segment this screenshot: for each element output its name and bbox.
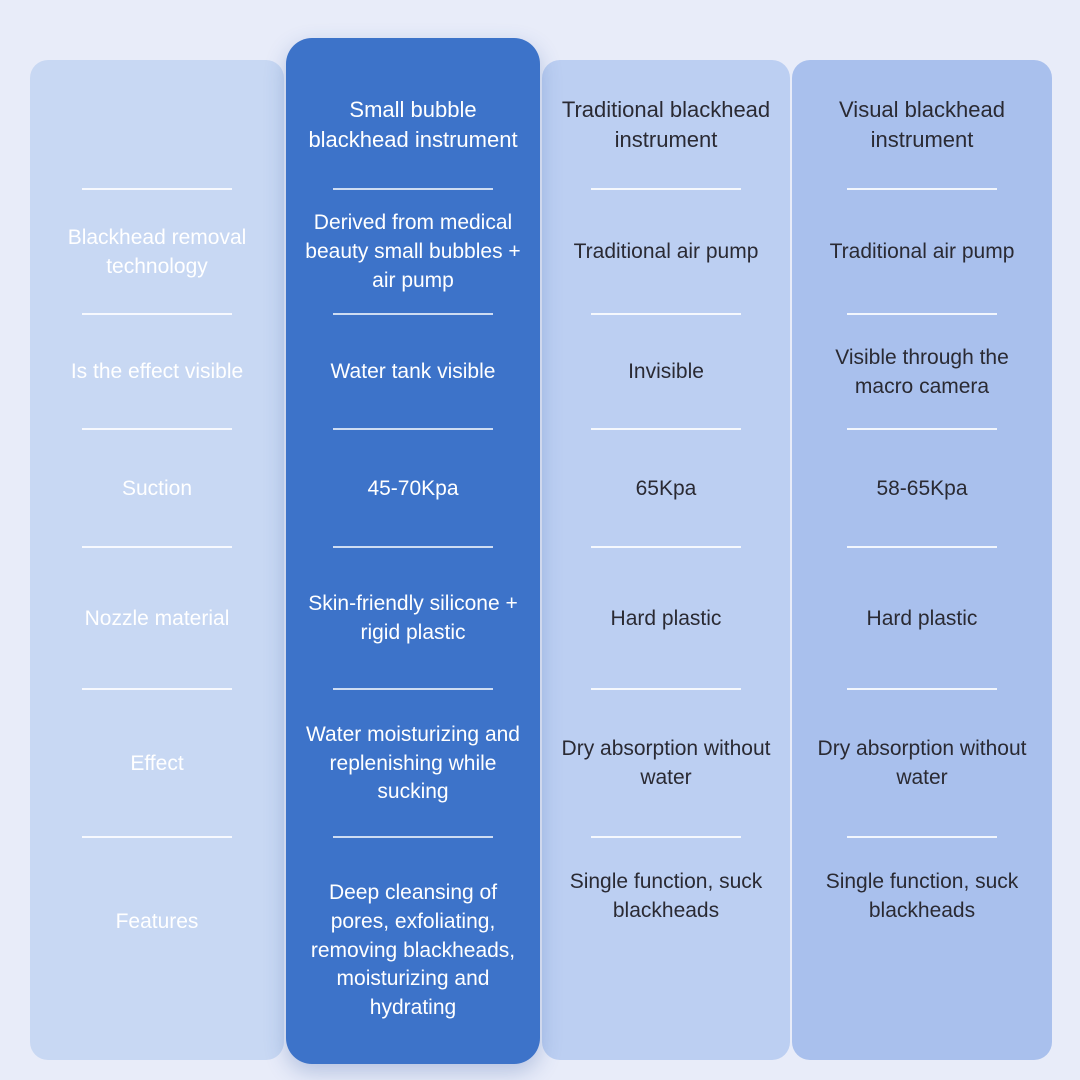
row-label-suction: Suction [30, 430, 284, 548]
value-text: Derived from medical beauty small bubble… [305, 211, 521, 292]
row-label-nozzle-material: Nozzle material [30, 548, 284, 690]
column-small-bubble-instrument: Small bubble blackhead instrument Derive… [286, 38, 540, 1064]
value-cell-nozzle-material: Hard plastic [542, 548, 790, 690]
value-cell-technology: Traditional air pump [542, 190, 790, 315]
label-text: Blackhead removal technology [67, 225, 247, 278]
row-label-effect: Effect [30, 690, 284, 838]
header-cell-traditional: Traditional blackhead instrument [542, 60, 790, 190]
value-text: Single function, suck blackheads [825, 870, 1019, 922]
value-cell-visibility: Invisible [542, 315, 790, 430]
label-text: Effect [130, 751, 184, 775]
value-cell-features: Single function, suck blackheads [542, 838, 790, 1060]
value-text: Dry absorption without water [561, 737, 771, 789]
label-text: Is the effect visible [70, 360, 244, 384]
value-text: Hard plastic [866, 606, 978, 630]
value-text: Traditional air pump [829, 240, 1015, 264]
value-cell-effect: Water moisturizing and replenishing whil… [286, 690, 540, 838]
value-text: Invisible [628, 360, 704, 384]
value-text: Water tank visible [330, 360, 496, 384]
value-cell-technology: Traditional air pump [792, 190, 1052, 315]
value-text: Hard plastic [610, 606, 722, 630]
value-text: Deep cleansing of pores, exfoliating, re… [310, 880, 516, 1020]
value-text: Single function, suck blackheads [569, 870, 763, 922]
value-text: Visible through the macro camera [835, 345, 1009, 398]
header-cell-visual: Visual blackhead instrument [792, 60, 1052, 190]
value-cell-effect: Dry absorption without water [792, 690, 1052, 838]
value-cell-features: Deep cleansing of pores, exfoliating, re… [286, 838, 540, 1064]
value-text: 58-65Kpa [876, 476, 968, 500]
value-cell-suction: 58-65Kpa [792, 430, 1052, 548]
value-text: Traditional air pump [573, 240, 759, 264]
header-cell-small-bubble: Small bubble blackhead instrument [286, 60, 540, 190]
header-text: Traditional blackhead instrument [561, 96, 771, 152]
value-text: Water moisturizing and replenishing whil… [306, 722, 520, 804]
value-cell-visibility: Visible through the macro camera [792, 315, 1052, 430]
value-cell-nozzle-material: Skin-friendly silicone + rigid plastic [286, 548, 540, 690]
value-cell-features: Single function, suck blackheads [792, 838, 1052, 1060]
row-label-technology: Blackhead removal technology [30, 190, 284, 315]
value-text: Dry absorption without water [817, 737, 1027, 789]
header-text: Small bubble blackhead instrument [308, 96, 518, 152]
value-cell-suction: 65Kpa [542, 430, 790, 548]
label-text: Features [115, 910, 199, 933]
label-text: Suction [121, 476, 193, 500]
value-text: Skin-friendly silicone + rigid plastic [308, 592, 518, 644]
value-text: 45-70Kpa [367, 476, 459, 500]
value-cell-suction: 45-70Kpa [286, 430, 540, 548]
row-label-visibility: Is the effect visible [30, 315, 284, 430]
value-cell-technology: Derived from medical beauty small bubble… [286, 190, 540, 315]
column-traditional-instrument: Traditional blackhead instrument Traditi… [542, 60, 790, 1060]
header-text: Visual blackhead instrument [839, 96, 1005, 152]
label-text: Nozzle material [84, 606, 230, 630]
value-text: 65Kpa [635, 476, 697, 500]
column-visual-instrument: Visual blackhead instrument Traditional … [792, 60, 1052, 1060]
value-cell-effect: Dry absorption without water [542, 690, 790, 838]
column-row-labels: Blackhead removal technology Is the effe… [30, 60, 284, 1060]
row-label-features: Features [30, 838, 284, 1060]
value-cell-nozzle-material: Hard plastic [792, 548, 1052, 690]
header-cell-labels [30, 60, 284, 190]
value-cell-visibility: Water tank visible [286, 315, 540, 430]
